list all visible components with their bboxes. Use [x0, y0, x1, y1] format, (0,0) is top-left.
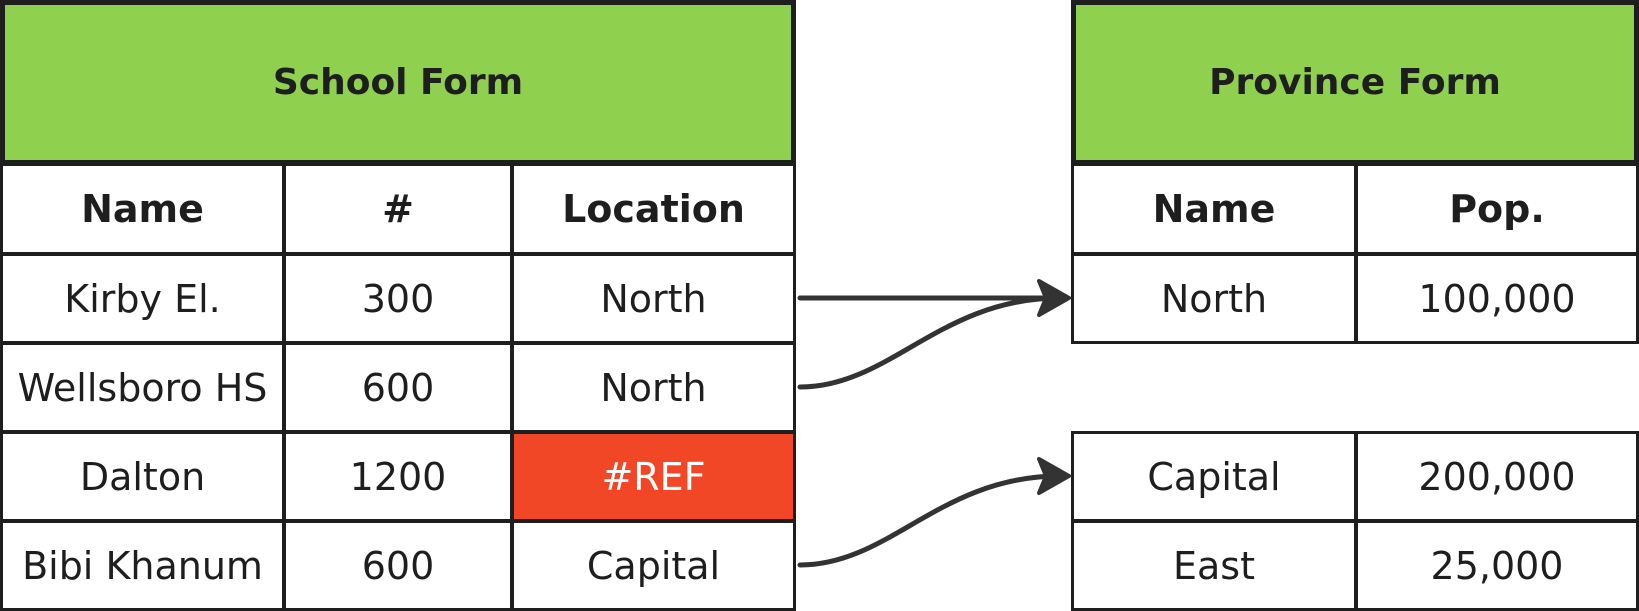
- school-cell-count: 300: [283, 253, 513, 344]
- province-col-header-pop: Pop.: [1355, 163, 1639, 255]
- school-form-title: School Form: [0, 0, 796, 165]
- school-cell-name: Kirby El.: [0, 253, 285, 344]
- connector-bibi-khanum-to-capital: [797, 473, 1063, 568]
- school-cell-name: Wellsboro HS: [0, 342, 285, 433]
- school-cell-location: North: [511, 342, 796, 433]
- province-cell-name: East: [1071, 520, 1357, 611]
- province-cell-name: Capital: [1071, 431, 1357, 522]
- school-cell-location: Capital: [511, 520, 796, 611]
- school-cell-location: North: [511, 253, 796, 344]
- arrowhead-icon: [1037, 457, 1071, 495]
- province-form-title-text: Province Form: [1209, 62, 1501, 103]
- school-cell-name: Bibi Khanum: [0, 520, 285, 611]
- province-col-header-name: Name: [1071, 163, 1357, 255]
- province-cell-name: North: [1071, 253, 1357, 344]
- province-form-title: Province Form: [1071, 0, 1639, 165]
- arrowhead-icon: [1037, 279, 1071, 317]
- school-form-title-text: School Form: [272, 62, 524, 103]
- province-cell-pop: 100,000: [1355, 253, 1639, 344]
- province-cell-pop: 25,000: [1355, 520, 1639, 611]
- connector-wellsboro-to-north: [797, 295, 1063, 390]
- school-cell-count: 600: [283, 342, 513, 433]
- school-col-header-location: Location: [511, 163, 796, 255]
- province-cell-pop: 200,000: [1355, 431, 1639, 522]
- school-cell-count: 600: [283, 520, 513, 611]
